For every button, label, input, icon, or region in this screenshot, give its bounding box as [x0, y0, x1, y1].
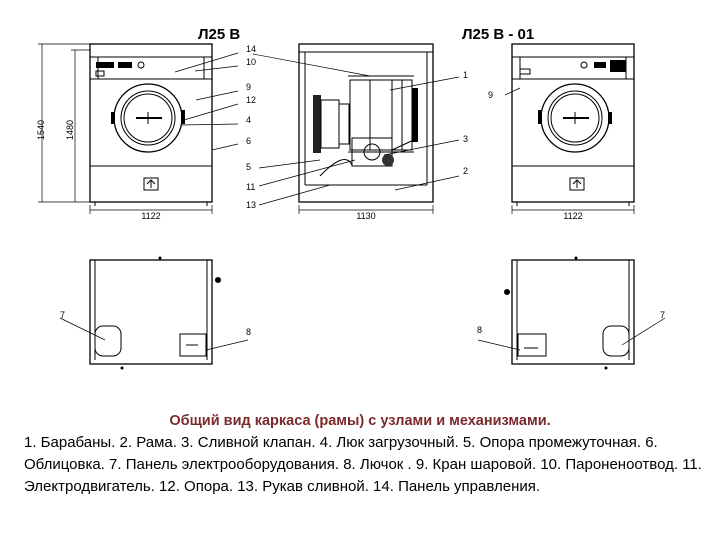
caption-heading: Общий вид каркаса (рамы) с узлами и меха… [169, 413, 551, 429]
drum [348, 75, 418, 153]
loading-door-left [111, 83, 185, 153]
callout-label: 5 [246, 162, 251, 172]
dim-body-height: 1480 [65, 120, 75, 140]
dim-width-side: 1130 [356, 211, 375, 221]
loading-door-right [538, 83, 612, 153]
callout-label: 12 [246, 95, 256, 105]
callout-label: 9 [246, 82, 251, 92]
callout-label: 13 [246, 200, 256, 210]
drawing-title-right: Л25 В - 01 [462, 26, 535, 43]
callout-label: 7 [660, 310, 665, 320]
dim-overall-height: 1540 [36, 120, 46, 140]
dim-width-front-right: 1122 [563, 211, 582, 221]
front-view-left [38, 43, 239, 214]
callout-label: 2 [463, 166, 468, 176]
side-view [252, 43, 460, 214]
caption-body: 1. Барабаны. 2. Рама. 3. Сливной клапан.… [24, 434, 702, 495]
callout-label: 1 [463, 70, 468, 80]
callout-label: 7 [60, 310, 65, 320]
technical-drawing: 1540 1480 1122 1130 1122 14 10 9 12 4 6 … [36, 43, 666, 370]
callout-label: 8 [477, 325, 482, 335]
callout-label: 3 [463, 134, 468, 144]
dim-width-front-left: 1122 [141, 211, 160, 221]
callout-label: 14 [246, 44, 256, 54]
drawing-title-left: Л25 В [198, 26, 241, 43]
callout-label: 9 [488, 90, 493, 100]
callout-label: 8 [246, 327, 251, 337]
callout-label: 11 [246, 182, 255, 192]
top-view-left [59, 256, 249, 370]
front-view-right [504, 43, 635, 214]
callout-label: 6 [246, 136, 251, 146]
top-view-right [477, 256, 666, 370]
callout-label: 4 [246, 115, 251, 125]
callout-label: 10 [246, 57, 256, 67]
